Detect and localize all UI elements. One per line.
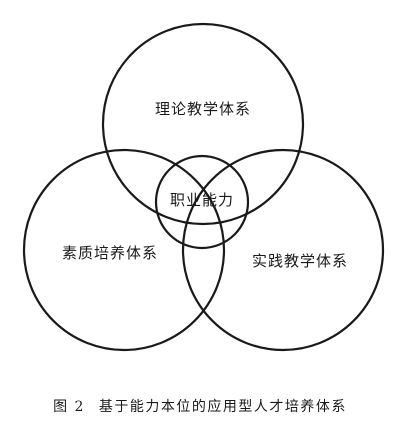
- vocational-ability-circle: [154, 154, 250, 250]
- theory-teaching-circle: [101, 22, 305, 226]
- practice-teaching-label: 实践教学体系: [252, 252, 348, 270]
- practice-teaching-circle: [181, 148, 385, 352]
- figure-title: 基于能力本位的应用型人才培养体系: [98, 399, 347, 415]
- figure-caption: 图 2 基于能力本位的应用型人才培养体系: [0, 396, 400, 416]
- quality-cultivation-circle: [22, 148, 226, 352]
- venn-diagram: 理论教学体系 素质培养体系 实践教学体系 职业能力: [22, 22, 385, 352]
- vocational-ability-label: 职业能力: [170, 191, 234, 209]
- theory-teaching-label: 理论教学体系: [155, 100, 251, 118]
- quality-cultivation-label: 素质培养体系: [62, 244, 158, 262]
- figure-number: 图 2: [53, 399, 85, 415]
